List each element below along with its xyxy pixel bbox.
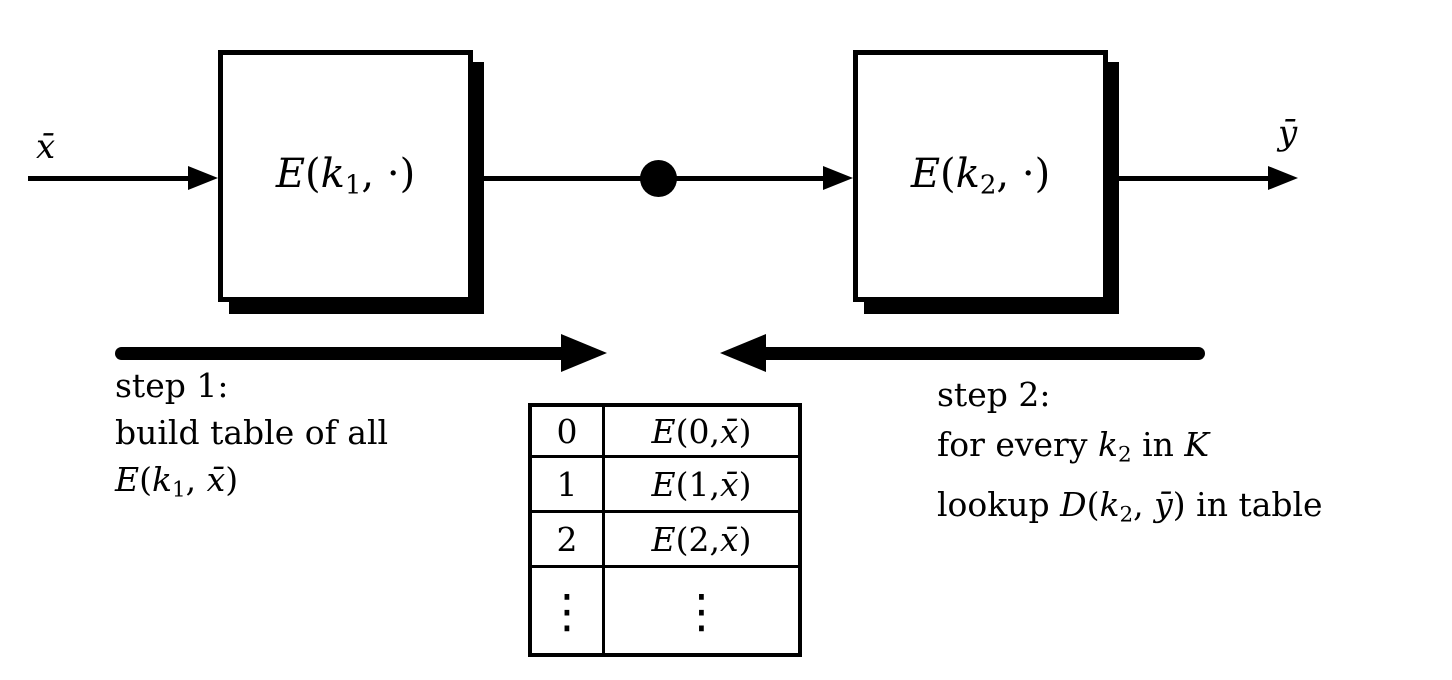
table-key-cell: 2	[532, 513, 605, 568]
step2-line-2: for every k2 in K	[937, 425, 1210, 468]
step2-arrowhead-icon	[720, 334, 766, 372]
middle-arrowhead-icon	[823, 166, 853, 190]
input-arrowhead-icon	[188, 166, 218, 190]
step1-formula: E(k1, x̄)	[115, 460, 239, 503]
step2-line-1: step 2:	[937, 375, 1051, 414]
table-key-cell: 0	[532, 407, 605, 458]
cipher-box-1-label: E(k1, ·)	[275, 151, 416, 201]
step1-arrow-bar	[115, 347, 563, 360]
table-key-cell: 1	[532, 458, 605, 513]
junction-dot-icon	[640, 160, 677, 197]
input-label: x̄	[36, 127, 56, 167]
table-key-cell: ⋮	[532, 568, 605, 653]
cipher-box-1: E(k1, ·)	[218, 50, 473, 302]
step1-line-2: build table of all	[115, 413, 389, 452]
output-line	[1105, 176, 1269, 181]
step2-arrow-bar	[764, 347, 1205, 360]
step2-text: step 2: for every k2 in K lookup D(k2, ȳ…	[937, 370, 1323, 541]
step1-arrowhead-icon	[561, 334, 607, 372]
step1-line-1: step 1:	[115, 366, 229, 405]
table-value-cell: E(2, x̄)	[605, 513, 798, 568]
cipher-box-2-label: E(k2, ·)	[910, 151, 1051, 201]
table-value-cell: E(0, x̄)	[605, 407, 798, 458]
output-arrowhead-icon	[1268, 166, 1298, 190]
output-label: ȳ	[1278, 113, 1298, 153]
table-value-cell: ⋮	[678, 583, 725, 638]
step1-text: step 1: build table of all E(k1, x̄)	[115, 362, 388, 513]
step2-line-3: lookup D(k2, ȳ) in table	[937, 485, 1323, 528]
table-value-cell: E(1, x̄)	[605, 458, 798, 513]
cipher-box-2: E(k2, ·)	[853, 50, 1108, 302]
input-line	[28, 176, 189, 181]
